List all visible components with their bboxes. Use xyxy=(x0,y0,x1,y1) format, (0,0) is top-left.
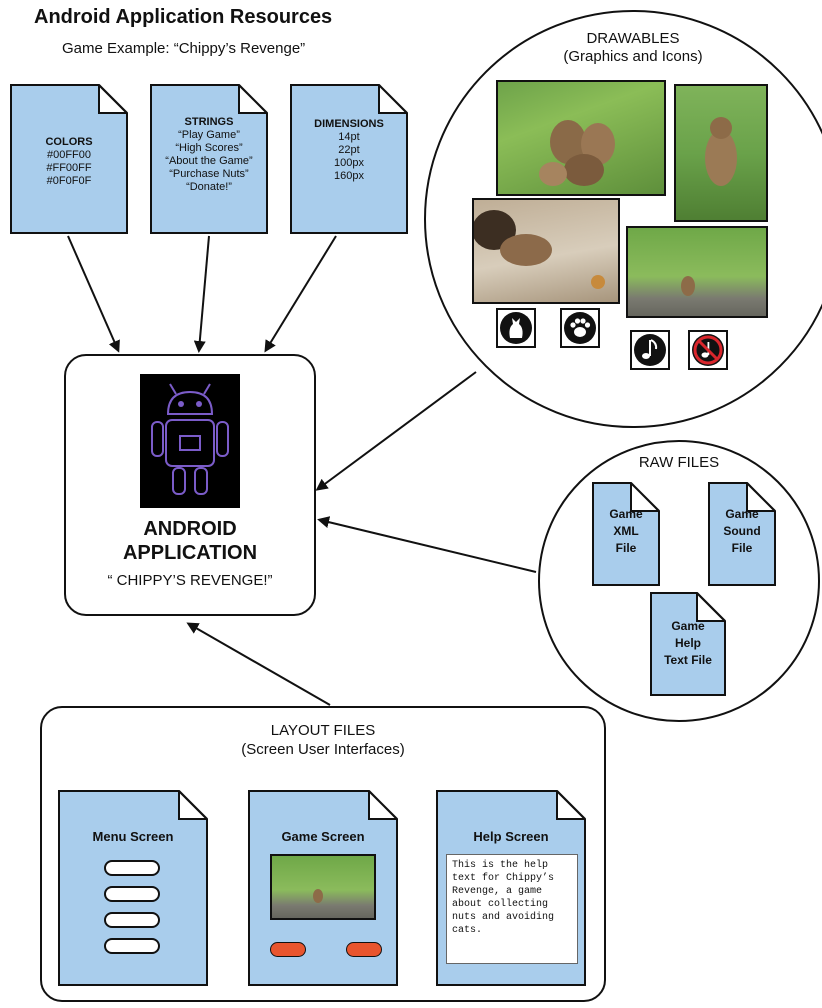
game-orange-button xyxy=(270,942,306,957)
fold-corner-icon xyxy=(378,84,408,114)
help-text-panel: This is the help text for Chippy’s Reven… xyxy=(446,854,578,964)
colors-heading: COLORS xyxy=(45,136,93,148)
strings-content: STRINGS “Play Game” “High Scores” “About… xyxy=(152,116,266,194)
file-label-line: Game xyxy=(671,619,705,633)
chipmunk-image xyxy=(474,210,605,289)
help-screen-file: Help Screen This is the help text for Ch… xyxy=(436,790,586,986)
game-orange-button xyxy=(346,942,382,957)
menu-button xyxy=(104,860,160,876)
game-screen-photo xyxy=(270,854,376,920)
arrow-rawfiles-to-app xyxy=(317,516,537,573)
color-value: #00FF00 xyxy=(46,149,92,161)
strings-heading: STRINGS xyxy=(184,116,234,128)
colors-resource-file: COLORS #00FF00 #FF00FF #0F0F0F xyxy=(10,84,128,234)
fold-corner-icon xyxy=(238,84,268,114)
file-label-line: Help xyxy=(674,636,701,650)
file-label-line: XML xyxy=(613,524,639,538)
music-note-icon-box xyxy=(630,330,670,370)
file-label-line: File xyxy=(615,541,637,555)
menu-screen-file: Menu Screen xyxy=(58,790,208,986)
dimensions-content: DIMENSIONS 14pt 22pt 100px 160px xyxy=(292,118,406,183)
chipmunk-rock-photo xyxy=(626,226,768,318)
file-label-line: Sound xyxy=(723,524,761,538)
layout-files-subtitle: (Screen User Interfaces) xyxy=(241,741,405,758)
game-xml-label: Game XML File xyxy=(594,506,658,557)
game-help-label: Game Help Text File xyxy=(652,618,724,669)
drawables-circle: DRAWABLES (Graphics and Icons) xyxy=(424,10,822,428)
cat-icon xyxy=(500,312,532,344)
file-label-line: File xyxy=(731,541,753,555)
chipmunk-image xyxy=(681,276,695,296)
raw-files-circle: RAW FILES Game XML File Game Sound File … xyxy=(538,440,820,722)
string-value: “About the Game” xyxy=(165,155,253,167)
game-screen-file: Game Screen xyxy=(248,790,398,986)
fold-corner-icon xyxy=(696,592,726,622)
arrow-dimensions-to-app xyxy=(264,235,337,353)
arrow-colors-to-app xyxy=(67,235,120,353)
color-value: #0F0F0F xyxy=(46,175,92,187)
diagram-subtitle: Game Example: “Chippy’s Revenge” xyxy=(62,40,306,57)
string-value: “Donate!” xyxy=(186,181,232,193)
arrow-drawables-to-app xyxy=(315,371,477,491)
app-label-line2: APPLICATION xyxy=(122,542,258,564)
dimension-value: 100px xyxy=(334,157,364,169)
arrow-strings-to-app xyxy=(193,235,210,353)
string-value: “Play Game” xyxy=(178,129,240,141)
raw-files-title: RAW FILES xyxy=(638,454,720,471)
diagram-title: Android Application Resources xyxy=(34,6,333,28)
chipmunk-group-photo xyxy=(496,80,666,196)
app-label-line1: ANDROID xyxy=(143,518,237,540)
color-value: #FF00FF xyxy=(46,162,92,174)
cat-icon-box xyxy=(496,308,536,348)
chipmunk-standing-photo xyxy=(674,84,768,222)
menu-button xyxy=(104,912,160,928)
file-label-line: Text File xyxy=(664,653,712,667)
game-screen-label: Game Screen xyxy=(281,829,365,844)
colors-content: COLORS #00FF00 #FF00FF #0F0F0F xyxy=(12,136,126,188)
fold-corner-icon xyxy=(368,790,398,820)
android-robot-icon xyxy=(140,374,240,508)
menu-button xyxy=(104,938,160,954)
fold-corner-icon xyxy=(178,790,208,820)
dimension-value: 22pt xyxy=(338,144,360,156)
chipmunk-image xyxy=(705,117,737,186)
layout-files-box: LAYOUT FILES (Screen User Interfaces) Me… xyxy=(40,706,606,1002)
fold-corner-icon xyxy=(630,482,660,512)
paw-icon-box xyxy=(560,308,600,348)
help-screen-label: Help Screen xyxy=(473,829,549,844)
android-application-box: ANDROID APPLICATION “ CHIPPY’S REVENGE!” xyxy=(64,354,316,616)
dimensions-heading: DIMENSIONS xyxy=(314,118,384,130)
no-sound-icon-box xyxy=(688,330,728,370)
string-value: “High Scores” xyxy=(175,142,243,154)
fold-corner-icon xyxy=(98,84,128,114)
music-note-icon xyxy=(634,334,666,366)
menu-button xyxy=(104,886,160,902)
drawables-subtitle: (Graphics and Icons) xyxy=(563,48,703,65)
menu-screen-label: Menu Screen xyxy=(92,829,174,844)
fold-corner-icon xyxy=(746,482,776,512)
chipmunk-image xyxy=(272,856,374,918)
fold-corner-icon xyxy=(556,790,586,820)
layout-files-title: LAYOUT FILES xyxy=(270,722,376,739)
arrow-layouts-to-app xyxy=(186,622,331,706)
app-name: “ CHIPPY’S REVENGE!” xyxy=(107,572,273,589)
dimension-value: 14pt xyxy=(338,131,360,143)
chipmunk-image xyxy=(539,120,615,186)
no-sound-icon xyxy=(692,334,724,366)
drawables-title: DRAWABLES xyxy=(586,30,680,47)
paw-icon xyxy=(564,312,596,344)
dimension-value: 160px xyxy=(334,170,364,182)
chipmunk-wood-photo xyxy=(472,198,620,304)
android-robot-icon-graphic xyxy=(151,383,229,495)
string-value: “Purchase Nuts” xyxy=(169,168,249,180)
game-sound-label: Game Sound File xyxy=(710,506,774,557)
